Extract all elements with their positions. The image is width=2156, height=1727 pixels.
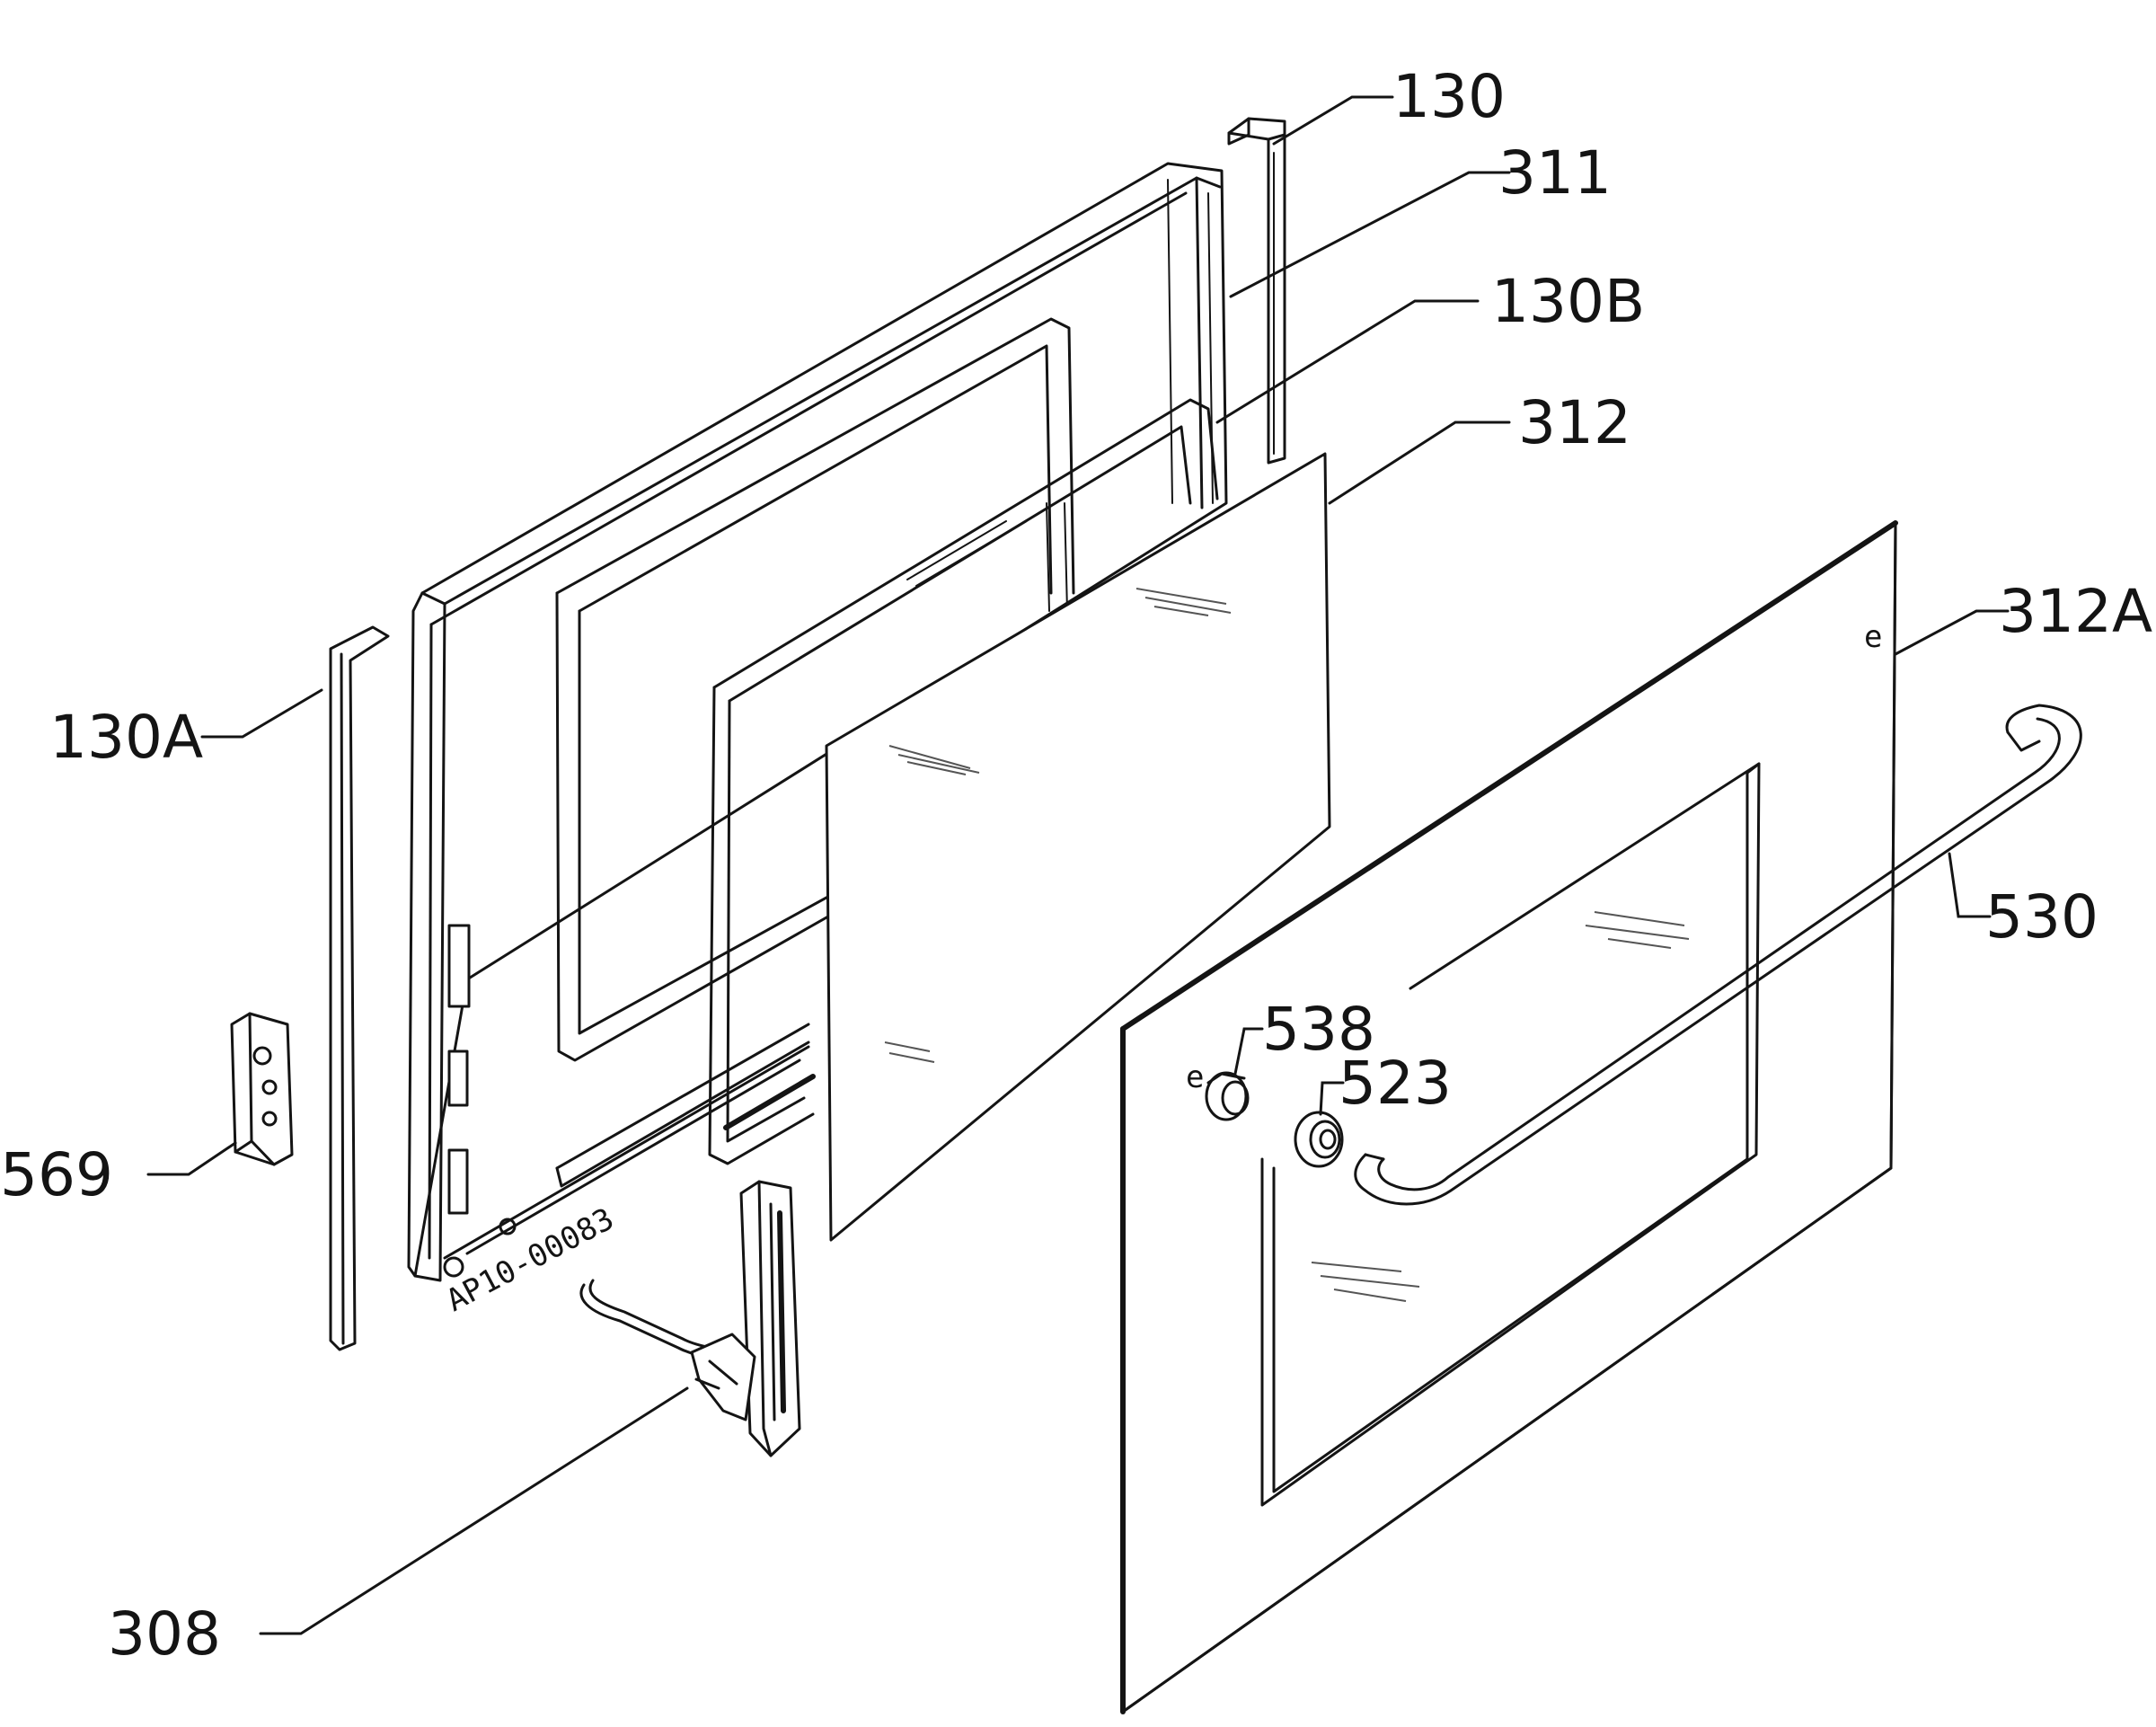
leader-130A xyxy=(200,688,323,739)
callout-312: 312 xyxy=(1518,388,1631,457)
leader-lines xyxy=(146,95,2010,1635)
part-312-glass-pane xyxy=(825,452,1331,1242)
part-523-nut xyxy=(1294,1111,1344,1168)
part-311-inner-frame xyxy=(407,162,1228,1282)
leader-130B xyxy=(1215,299,1480,424)
callout-530: 530 xyxy=(1985,882,2099,952)
callout-130B: 130B xyxy=(1491,267,1645,336)
part-312A-outer-panel: e xyxy=(1120,520,1898,1714)
part-569-hinge-clip xyxy=(230,1012,294,1166)
leader-312A xyxy=(1894,609,2010,656)
callout-130: 130 xyxy=(1392,62,1506,131)
drawing-number: AP10-00083 xyxy=(440,1201,620,1319)
callout-538: 538 xyxy=(1262,995,1375,1064)
leader-530 xyxy=(1948,852,1992,918)
callout-312A: 312A xyxy=(1999,577,2152,646)
callout-130A: 130A xyxy=(49,703,203,772)
part-130-trim-strip xyxy=(1227,117,1286,465)
callout-311: 311 xyxy=(1498,138,1612,208)
callout-labels: 130 311 130B 312 312A 130A 530 538 523 5… xyxy=(0,62,2152,1669)
part-308-hinge xyxy=(579,1180,801,1457)
callout-569: 569 xyxy=(0,1140,113,1209)
leader-523 xyxy=(1319,1081,1345,1116)
callout-308: 308 xyxy=(108,1599,221,1669)
part-130B-gasket xyxy=(708,398,1219,1165)
part-130A-side-trim xyxy=(329,625,390,1351)
leader-538 xyxy=(1233,1027,1264,1076)
svg-text:e: e xyxy=(1186,1059,1204,1095)
part-538-bushing: e xyxy=(1186,1059,1250,1121)
part-530-handle xyxy=(1354,704,2082,1206)
leader-130 xyxy=(1272,95,1394,146)
leader-311 xyxy=(1229,171,1511,298)
leader-569 xyxy=(146,1141,237,1176)
svg-text:e: e xyxy=(1864,619,1882,655)
leader-308 xyxy=(259,1386,689,1635)
leader-312 xyxy=(1328,421,1511,505)
callout-523: 523 xyxy=(1339,1049,1452,1118)
